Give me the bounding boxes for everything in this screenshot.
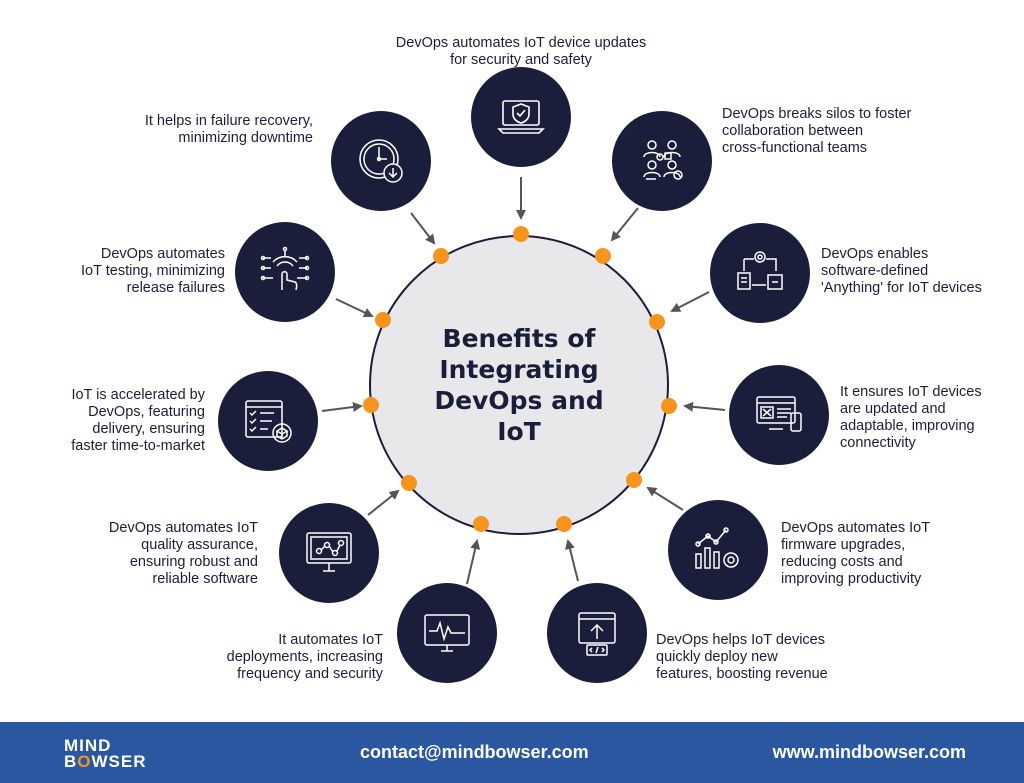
clock-download-icon (359, 139, 403, 183)
contact-email-link[interactable]: contact@mindbowser.com (360, 742, 589, 762)
code-deploy-icon (578, 612, 616, 656)
laptop-shield-icon (497, 100, 545, 134)
logo-line2: BOWSER (64, 752, 147, 771)
connector-dot (473, 516, 489, 532)
monitor-network-icon (306, 532, 352, 572)
benefit-label: It automates IoT deployments, increasing… (226, 632, 383, 682)
connector-dot (375, 312, 391, 328)
connector-dot (401, 475, 417, 491)
infographic: Benefits of Integrating DevOps and IoT D… (71, 35, 982, 683)
connector-dot (661, 398, 677, 414)
connector-dot (433, 248, 449, 264)
connector-dot (649, 314, 665, 330)
benefit-node-security-updates (471, 67, 571, 167)
benefit-node-firmware (668, 500, 768, 600)
benefit-label: DevOps breaks silos to foster collaborat… (722, 106, 912, 156)
devices-update-icon (756, 396, 802, 432)
benefit-label: DevOps automates IoT firmware upgrades, … (781, 520, 931, 587)
center-title: Benefits of Integrating DevOps and IoT (434, 323, 604, 447)
benefit-label: DevOps automates IoT quality assurance, … (108, 520, 258, 587)
benefit-node-quality-assurance (279, 503, 379, 603)
connector-dot (363, 397, 379, 413)
checklist-box-icon (245, 400, 292, 443)
benefit-label: DevOps helps IoT devices quickly deploy … (656, 632, 828, 682)
connector-arrows (321, 177, 726, 585)
benefit-node-deployments (397, 583, 497, 683)
workflow-gear-icon (737, 251, 783, 290)
footer-bar: MIND BOWSER contact@mindbowser.com www.m… (0, 722, 1024, 783)
benefit-node-software-defined (710, 223, 810, 323)
benefit-label: IoT is accelerated by DevOps, featuring … (71, 387, 205, 454)
connector-dot (626, 472, 642, 488)
benefit-label: DevOps automates IoT testing, minimizing… (81, 246, 225, 296)
benefit-node-testing (235, 222, 335, 322)
mindbowser-logo[interactable]: MIND BOWSER (64, 736, 147, 771)
benefit-node-collaboration (612, 111, 712, 211)
benefit-node-device-updates (729, 365, 829, 465)
benefit-label: DevOps enables software-defined 'Anythin… (821, 246, 982, 296)
website-link[interactable]: www.mindbowser.com (772, 742, 966, 762)
chart-gear-icon (695, 527, 739, 569)
benefit-node-time-to-market (218, 371, 318, 471)
benefit-label: It ensures IoT devices are updated and a… (840, 384, 982, 451)
touch-circuit-icon (260, 246, 310, 291)
benefit-node-deploy-features (547, 583, 647, 683)
benefit-node-failure-recovery (331, 111, 431, 211)
benefit-label: It helps in failure recovery, minimizing… (144, 113, 313, 146)
benefit-label: DevOps automates IoT device updates for … (395, 35, 647, 68)
logo-line1: MIND (64, 736, 112, 755)
monitor-pulse-icon (424, 614, 470, 652)
connector-dot (556, 516, 572, 532)
connector-dot (595, 248, 611, 264)
team-collaboration-icon (643, 140, 683, 180)
connector-dot (513, 226, 529, 242)
center-circle: Benefits of Integrating DevOps and IoT (369, 235, 669, 535)
